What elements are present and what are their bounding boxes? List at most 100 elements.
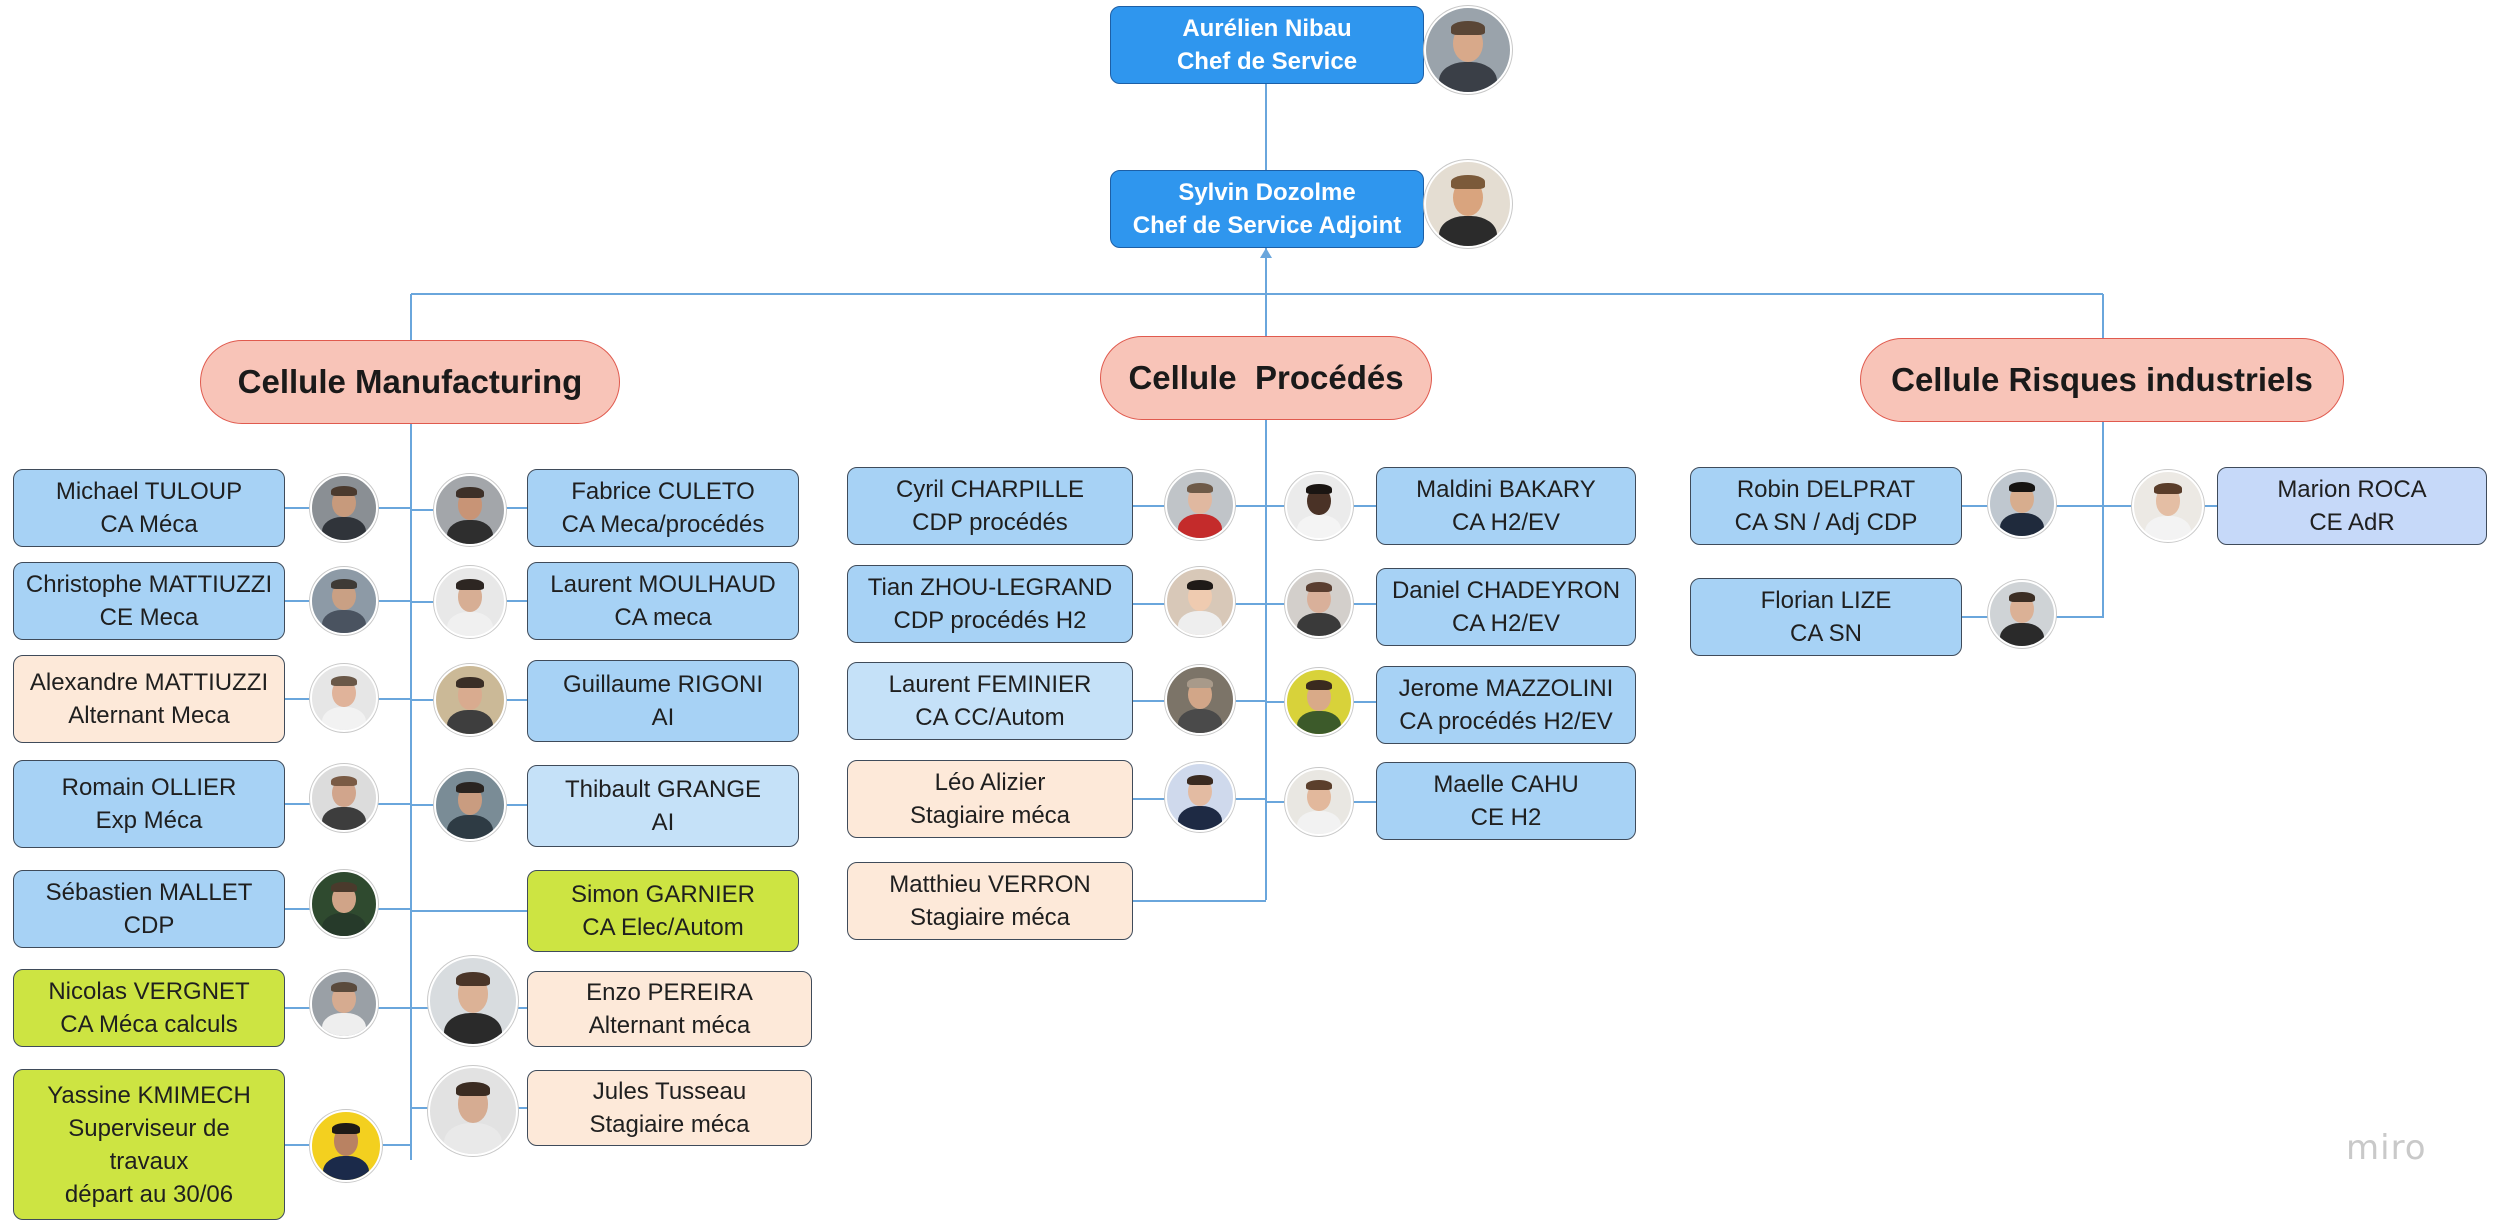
member-name: Fabrice CULETO [571,478,755,505]
member-name: Cyril CHARPILLE [895,476,1085,503]
member-name: Romain OLLIER [61,774,237,801]
member-role: Stagiaire méca [589,1111,750,1138]
member-box-rigoni[interactable]: Guillaume RIGONI AI [527,660,799,742]
member-name: Jules Tusseau [592,1078,747,1105]
avatar-rigoni [434,664,506,736]
member-role: CE Meca [99,604,199,631]
avatar-dozolme [1424,160,1512,248]
member-box-delprat[interactable]: Robin DELPRAT CA SN / Adj CDP [1690,467,1962,545]
member-box-zhou-legrand[interactable]: Tian ZHOU-LEGRAND CDP procédés H2 [847,565,1133,643]
member-name: Sébastien MALLET [45,879,253,906]
member-line: travaux [109,1147,189,1175]
avatar-nibau [1424,6,1512,94]
member-box-mallet[interactable]: Sébastien MALLET CDP [13,870,285,948]
member-role: CDP procédés [912,509,1068,536]
cell-risques-industriels[interactable]: Cellule Risques industriels [1860,338,2344,422]
leader-name: Sylvin Dozolme [1178,179,1356,206]
member-box-culeto[interactable]: Fabrice CULETO CA Meca/procédés [527,469,799,547]
member-box-cahu[interactable]: Maelle CAHU CE H2 [1376,762,1636,840]
member-box-a-mattiuzzi[interactable]: Alexandre MATTIUZZI Alternant Meca [13,655,285,743]
member-role: Alternant méca [588,1012,751,1039]
cell-manufacturing[interactable]: Cellule Manufacturing [200,340,620,424]
avatar-delprat [1988,470,2056,538]
avatar-alizier [1165,762,1235,832]
avatar-lize [1988,580,2056,648]
member-box-kmimech[interactable]: Yassine KMIMECH Superviseur de travaux d… [13,1069,285,1220]
avatar-mazzolini [1285,668,1353,736]
avatar-tusseau [428,1066,518,1156]
member-name: Matthieu VERRON [889,871,1091,898]
member-role: CE AdR [2309,509,2395,536]
member-box-pereira[interactable]: Enzo PEREIRA Alternant méca [527,971,812,1047]
member-name: Léo Alizier [934,769,1046,796]
member-name: Christophe MATTIUZZI [25,571,273,598]
member-role: CA procédés H2/EV [1399,708,1613,735]
member-line: Yassine KMIMECH [47,1081,251,1109]
member-name: Daniel CHADEYRON [1391,577,1621,604]
member-box-verron[interactable]: Matthieu VERRON Stagiaire méca [847,862,1133,940]
member-box-garnier[interactable]: Simon GARNIER CA Elec/Autom [527,870,799,952]
member-name: Simon GARNIER [570,881,756,908]
member-name: Jerome MAZZOLINI [1398,675,1614,702]
member-role: Stagiaire méca [909,802,1071,829]
avatar-zhou-legrand [1165,567,1235,637]
member-box-vergnet[interactable]: Nicolas VERGNET CA Méca calculs [13,969,285,1047]
member-box-alizier[interactable]: Léo Alizier Stagiaire méca [847,760,1133,838]
member-box-tuloup[interactable]: Michael TULOUP CA Méca [13,469,285,547]
member-role: CDP [123,912,175,939]
member-role: Exp Méca [95,807,203,834]
member-box-feminier[interactable]: Laurent FEMINIER CA CC/Autom [847,662,1133,740]
member-box-grange[interactable]: Thibault GRANGE AI [527,765,799,847]
member-role: CA H2/EV [1451,509,1561,536]
member-name: Laurent FEMINIER [888,671,1092,698]
avatar-moulhaud [434,566,506,638]
leader-name: Aurélien Nibau [1182,15,1352,42]
leader-role: Chef de Service Adjoint [1132,212,1402,239]
member-role: Alternant Meca [68,702,230,729]
member-name: Maldini BAKARY [1416,476,1596,503]
member-role: AI [651,809,675,836]
avatar-charpille [1165,470,1235,540]
member-box-mazzolini[interactable]: Jerome MAZZOLINI CA procédés H2/EV [1376,666,1636,744]
avatar-cahu [1285,768,1353,836]
avatar-c-mattiuzzi [310,567,378,635]
cell-procedes[interactable]: Cellule Procédés [1100,336,1432,420]
member-role: CA CC/Autom [915,704,1065,731]
member-box-charpille[interactable]: Cyril CHARPILLE CDP procédés [847,467,1133,545]
leader-role: Chef de Service [1176,48,1358,75]
member-role: CE H2 [1470,804,1542,831]
arrowhead [1260,248,1272,258]
avatar-mallet [310,870,378,938]
avatar-chadeyron [1285,570,1353,638]
leader-box-nibau[interactable]: Aurélien Nibau Chef de Service [1110,6,1424,84]
avatar-feminier [1165,665,1235,735]
member-box-roca[interactable]: Marion ROCA CE AdR [2217,467,2487,545]
member-role: Stagiaire méca [909,904,1071,931]
avatar-tuloup [310,474,378,542]
avatar-culeto [434,474,506,546]
member-name: Tian ZHOU-LEGRAND [867,574,1113,601]
leader-box-dozolme[interactable]: Sylvin Dozolme Chef de Service Adjoint [1110,170,1424,248]
member-name: Guillaume RIGONI [562,671,764,698]
member-name: Thibault GRANGE [564,776,762,803]
avatar-ollier [310,764,378,832]
avatar-grange [434,769,506,841]
avatar-pereira [428,956,518,1046]
member-role: CA SN / Adj CDP [1734,509,1918,536]
member-box-ollier[interactable]: Romain OLLIER Exp Méca [13,760,285,848]
member-box-lize[interactable]: Florian LIZE CA SN [1690,578,1962,656]
member-box-bakary[interactable]: Maldini BAKARY CA H2/EV [1376,467,1636,545]
member-role: CA Meca/procédés [561,511,765,538]
avatar-a-mattiuzzi [310,664,378,732]
member-name: Maelle CAHU [1433,771,1579,798]
member-box-tusseau[interactable]: Jules Tusseau Stagiaire méca [527,1070,812,1146]
member-name: Nicolas VERGNET [48,978,250,1005]
member-name: Robin DELPRAT [1736,476,1916,503]
member-box-moulhaud[interactable]: Laurent MOULHAUD CA meca [527,562,799,640]
member-box-c-mattiuzzi[interactable]: Christophe MATTIUZZI CE Meca [13,562,285,640]
member-box-chadeyron[interactable]: Daniel CHADEYRON CA H2/EV [1376,568,1636,646]
member-name: Laurent MOULHAUD [550,571,776,598]
avatar-bakary [1285,472,1353,540]
